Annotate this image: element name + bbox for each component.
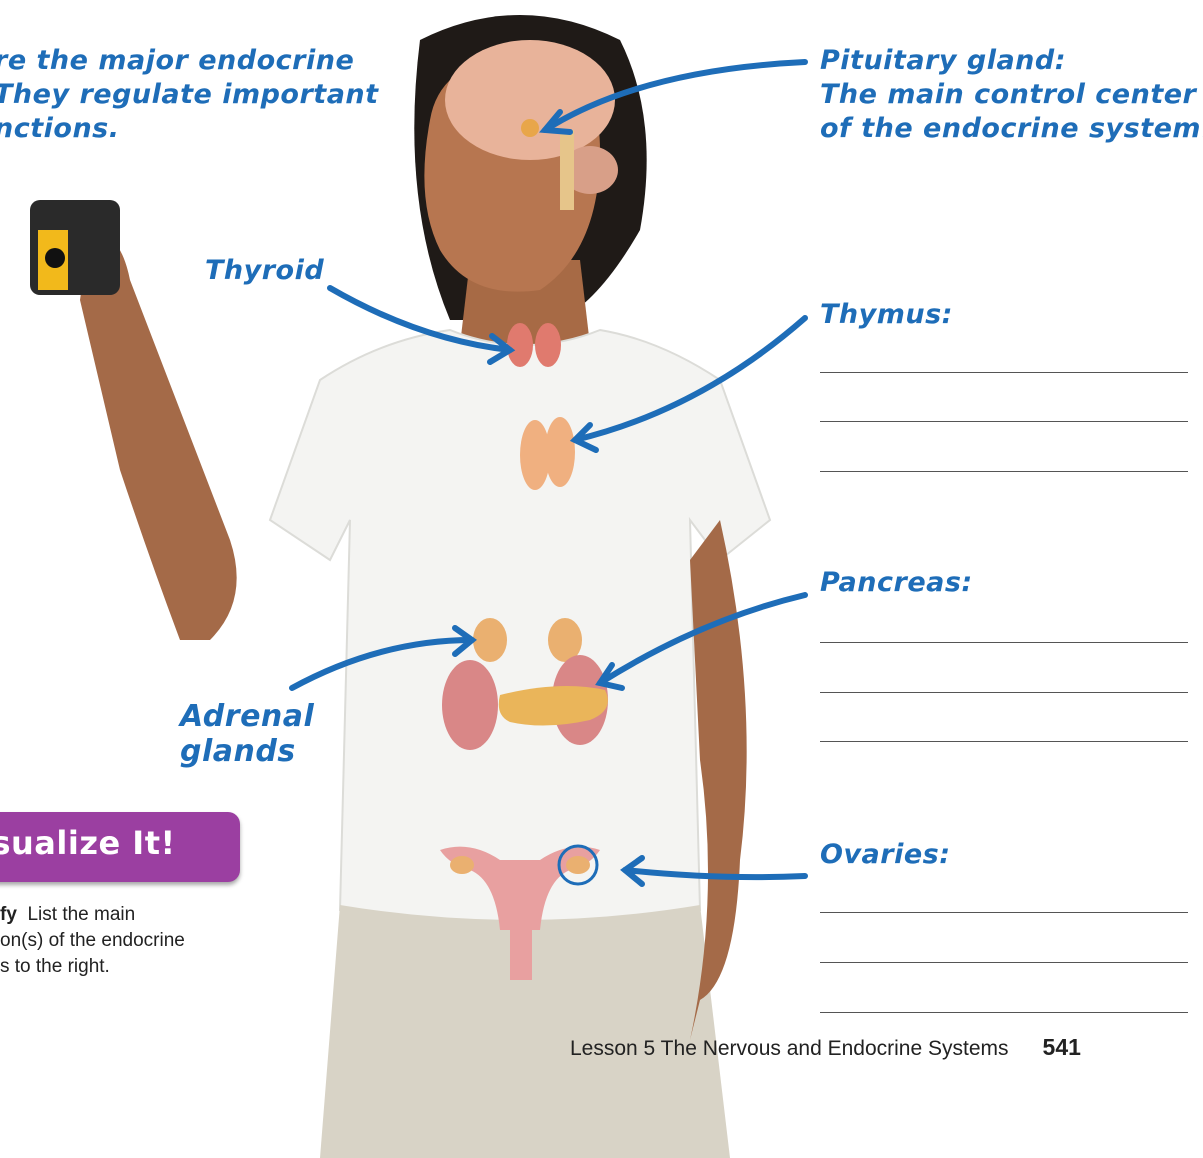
pancreas-answer-line-2[interactable] xyxy=(820,692,1188,693)
intro-line-3: nctions. xyxy=(0,112,384,146)
ovaries-answer-line-3[interactable] xyxy=(820,1012,1188,1013)
thymus-title: Thymus: xyxy=(820,298,953,332)
identify-line-2: on(s) of the endocrine xyxy=(0,928,260,954)
page-number: 541 xyxy=(1043,1034,1081,1060)
adrenal-label-line-2: glands xyxy=(180,735,314,770)
intro-line-2: They regulate important xyxy=(0,78,384,112)
identify-instructions: fy List the main on(s) of the endocrine … xyxy=(0,902,260,981)
pituitary-line-2: The main control center xyxy=(820,78,1203,112)
pancreas-answer-line-3[interactable] xyxy=(820,741,1188,742)
pancreas-title: Pancreas: xyxy=(820,566,973,600)
ovaries-answer-line-2[interactable] xyxy=(820,962,1188,963)
footer-lesson-title: Lesson 5 The Nervous and Endocrine Syste… xyxy=(570,1037,1009,1060)
adrenal-label-line-1: Adrenal xyxy=(180,700,314,735)
visualize-it-banner: isualize It! xyxy=(0,812,240,882)
identify-keyword: fy xyxy=(0,904,17,925)
ovaries-title: Ovaries: xyxy=(820,838,951,872)
thymus-answer-line-3[interactable] xyxy=(820,471,1188,472)
pancreas-answer-line-1[interactable] xyxy=(820,642,1188,643)
thyroid-label: Thyroid xyxy=(205,254,324,288)
ovaries-answer-line-1[interactable] xyxy=(820,912,1188,913)
identify-line-1-text: List the main xyxy=(27,904,135,925)
camera xyxy=(30,200,120,295)
visualize-it-heading: isualize It! xyxy=(0,824,218,862)
identify-line-1: fy List the main xyxy=(0,902,260,928)
thymus-answer-line-1[interactable] xyxy=(820,372,1188,373)
adrenal-glands-label: Adrenal glands xyxy=(180,700,314,769)
intro-line-1: re the major endocrine xyxy=(0,44,384,78)
thymus-answer-line-2[interactable] xyxy=(820,421,1188,422)
page-footer: Lesson 5 The Nervous and Endocrine Syste… xyxy=(570,1034,1081,1061)
pituitary-line-3: of the endocrine system! xyxy=(820,112,1203,146)
intro-caption: re the major endocrine They regulate imp… xyxy=(0,44,384,145)
identify-line-3: s to the right. xyxy=(0,954,260,980)
pituitary-label: Pituitary gland: The main control center… xyxy=(820,44,1203,145)
pituitary-line-1: Pituitary gland: xyxy=(820,44,1203,78)
